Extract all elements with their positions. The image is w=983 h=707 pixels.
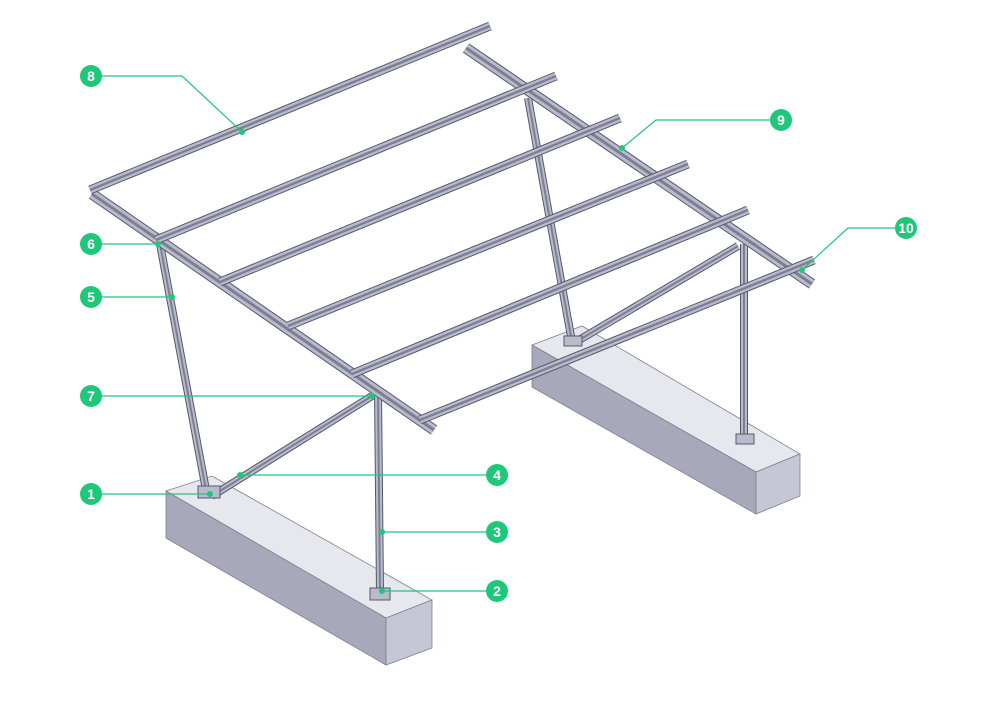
- callout-label-10: 10: [898, 220, 914, 236]
- leader-10: [801, 227, 906, 271]
- callout-label-4: 4: [493, 467, 501, 483]
- callout-badge-2: 2: [379, 580, 508, 602]
- purlins: [88, 21, 816, 425]
- callout-label-2: 2: [493, 583, 501, 599]
- callout-label-9: 9: [777, 112, 785, 128]
- rafter-beams: [88, 43, 816, 435]
- foundation-right-side: [755, 453, 801, 515]
- callout-badge-4: 4: [237, 464, 508, 486]
- leader-8: [91, 75, 243, 133]
- left-frame: [156, 243, 391, 601]
- callout-label-5: 5: [87, 289, 95, 305]
- callout-label-3: 3: [493, 524, 501, 540]
- callout-badge-10: 10: [799, 217, 917, 273]
- callout-badge-1: 1: [80, 483, 213, 505]
- callout-leaders: [91, 75, 906, 592]
- callout-badge-6: 6: [80, 233, 161, 255]
- callout-badge-5: 5: [80, 286, 175, 308]
- callout-label-8: 8: [87, 68, 95, 84]
- callout-badge-7: 7: [80, 385, 375, 407]
- callout-badge-3: 3: [379, 521, 508, 543]
- leader-9: [621, 119, 781, 149]
- callout-label-6: 6: [87, 236, 95, 252]
- right-rear-base-plate: [735, 433, 755, 445]
- foundation-block-left: [165, 475, 433, 666]
- callout-badge-8: 8: [80, 65, 245, 135]
- callout-badge-9: 9: [619, 109, 792, 151]
- right-front-base-plate: [563, 335, 583, 347]
- foundation-block-right: [531, 325, 801, 515]
- foundation-left-side: [385, 599, 433, 666]
- callout-label-1: 1: [87, 486, 95, 502]
- callout-label-7: 7: [87, 388, 95, 404]
- callout-badges: 1 2 3 4 5 6 7: [80, 65, 917, 602]
